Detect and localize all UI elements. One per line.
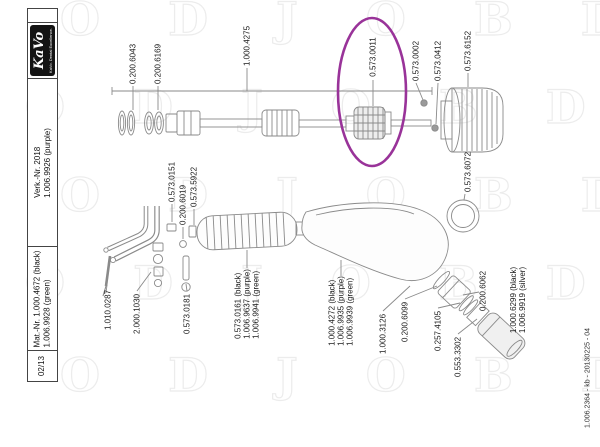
watermark-row: O D J O B D O: [59, 0, 600, 47]
screw-ball: [431, 124, 439, 132]
part-label: 0.573.0412: [433, 40, 443, 82]
kavo-logo: KaVo KaVo. Dental Excellence.: [28, 23, 57, 79]
part-label: 0.257.4105: [433, 310, 443, 352]
part-label: 1.000.4272 (black) 1.006.9935 (purple) 1…: [327, 276, 355, 346]
spray-needle: [102, 255, 112, 297]
verk-nr-line: Verk.-Nr. 2018: [32, 146, 42, 198]
part-label: 1.000.4275: [242, 25, 252, 67]
part-label: 0.573.6072: [463, 151, 473, 193]
part-label: 0.573.6152: [463, 30, 473, 72]
kavo-logo-box: KaVo KaVo. Dental Excellence.: [30, 25, 55, 76]
watermark-row: O D J O B D O: [24, 255, 600, 310]
head-o-ring: [446, 199, 480, 233]
handpiece-body: [301, 202, 449, 281]
edition-text: 02/13: [37, 355, 47, 377]
verk-nr-line: 1.006.9926 (purple): [42, 127, 52, 198]
part-label: 0.200.6019: [178, 184, 188, 226]
spray-nozzles: [103, 206, 160, 264]
part-label: 1.010.0287: [103, 289, 113, 331]
kavo-tagline: KaVo. Dental Excellence.: [48, 28, 54, 73]
knurled-cap: [353, 106, 432, 140]
part-label: 1.000.3126: [378, 313, 388, 355]
part-label: 1.000.6299 (black) 1.006.9919 (silver): [509, 266, 527, 334]
o-rings-small: [117, 110, 164, 136]
doc-reference: 1.006.2364 - kb - 20130225 - 04: [584, 327, 592, 429]
spray-shaft: [165, 109, 355, 137]
part-label-highlighted: 0.573.0011: [368, 37, 378, 77]
part-label: 2.000.1030: [132, 293, 142, 335]
verk-nr-block: Verk.-Nr. 2018 1.006.9926 (purple): [28, 79, 57, 247]
part-label: 0.573.5922: [189, 166, 199, 208]
part-label: 0.573.0151: [167, 161, 177, 203]
mat-nr-block: Mat.-Nr. 1.000.4672 (black) 1.006.9928 (…: [28, 247, 57, 351]
grip-sleeve: [196, 211, 298, 251]
highlight-ellipse: [336, 16, 408, 168]
title-block-spacer: [28, 9, 57, 23]
title-block: KaVo KaVo. Dental Excellence. Verk.-Nr. …: [27, 8, 58, 382]
part-label: 0.553.3302: [453, 336, 463, 378]
mat-nr-line: 1.006.9928 (green): [42, 278, 52, 347]
turbine-cartridge: [440, 87, 504, 153]
part-label: 0.200.6169: [153, 43, 163, 85]
mat-nr-line: Mat.-Nr. 1.000.4672 (black): [32, 250, 42, 347]
kavo-brand-text: KaVo: [32, 31, 48, 70]
part-label: 0.573.0002: [411, 40, 421, 82]
part-label: 0.573.0181: [182, 293, 192, 335]
small-fittings: [152, 223, 197, 292]
connector-assembly: [432, 270, 526, 360]
leader-lines: [105, 68, 519, 348]
part-label: 0.200.6099: [400, 301, 410, 343]
edition-date: 02/13: [28, 351, 57, 381]
part-label: 0.573.0161 (black) 1.006.9637 (purple) 1…: [233, 269, 261, 339]
part-label: 0.200.6043: [128, 43, 138, 85]
part-label: 0.200.6062: [478, 270, 488, 312]
screw-ball: [420, 99, 428, 107]
